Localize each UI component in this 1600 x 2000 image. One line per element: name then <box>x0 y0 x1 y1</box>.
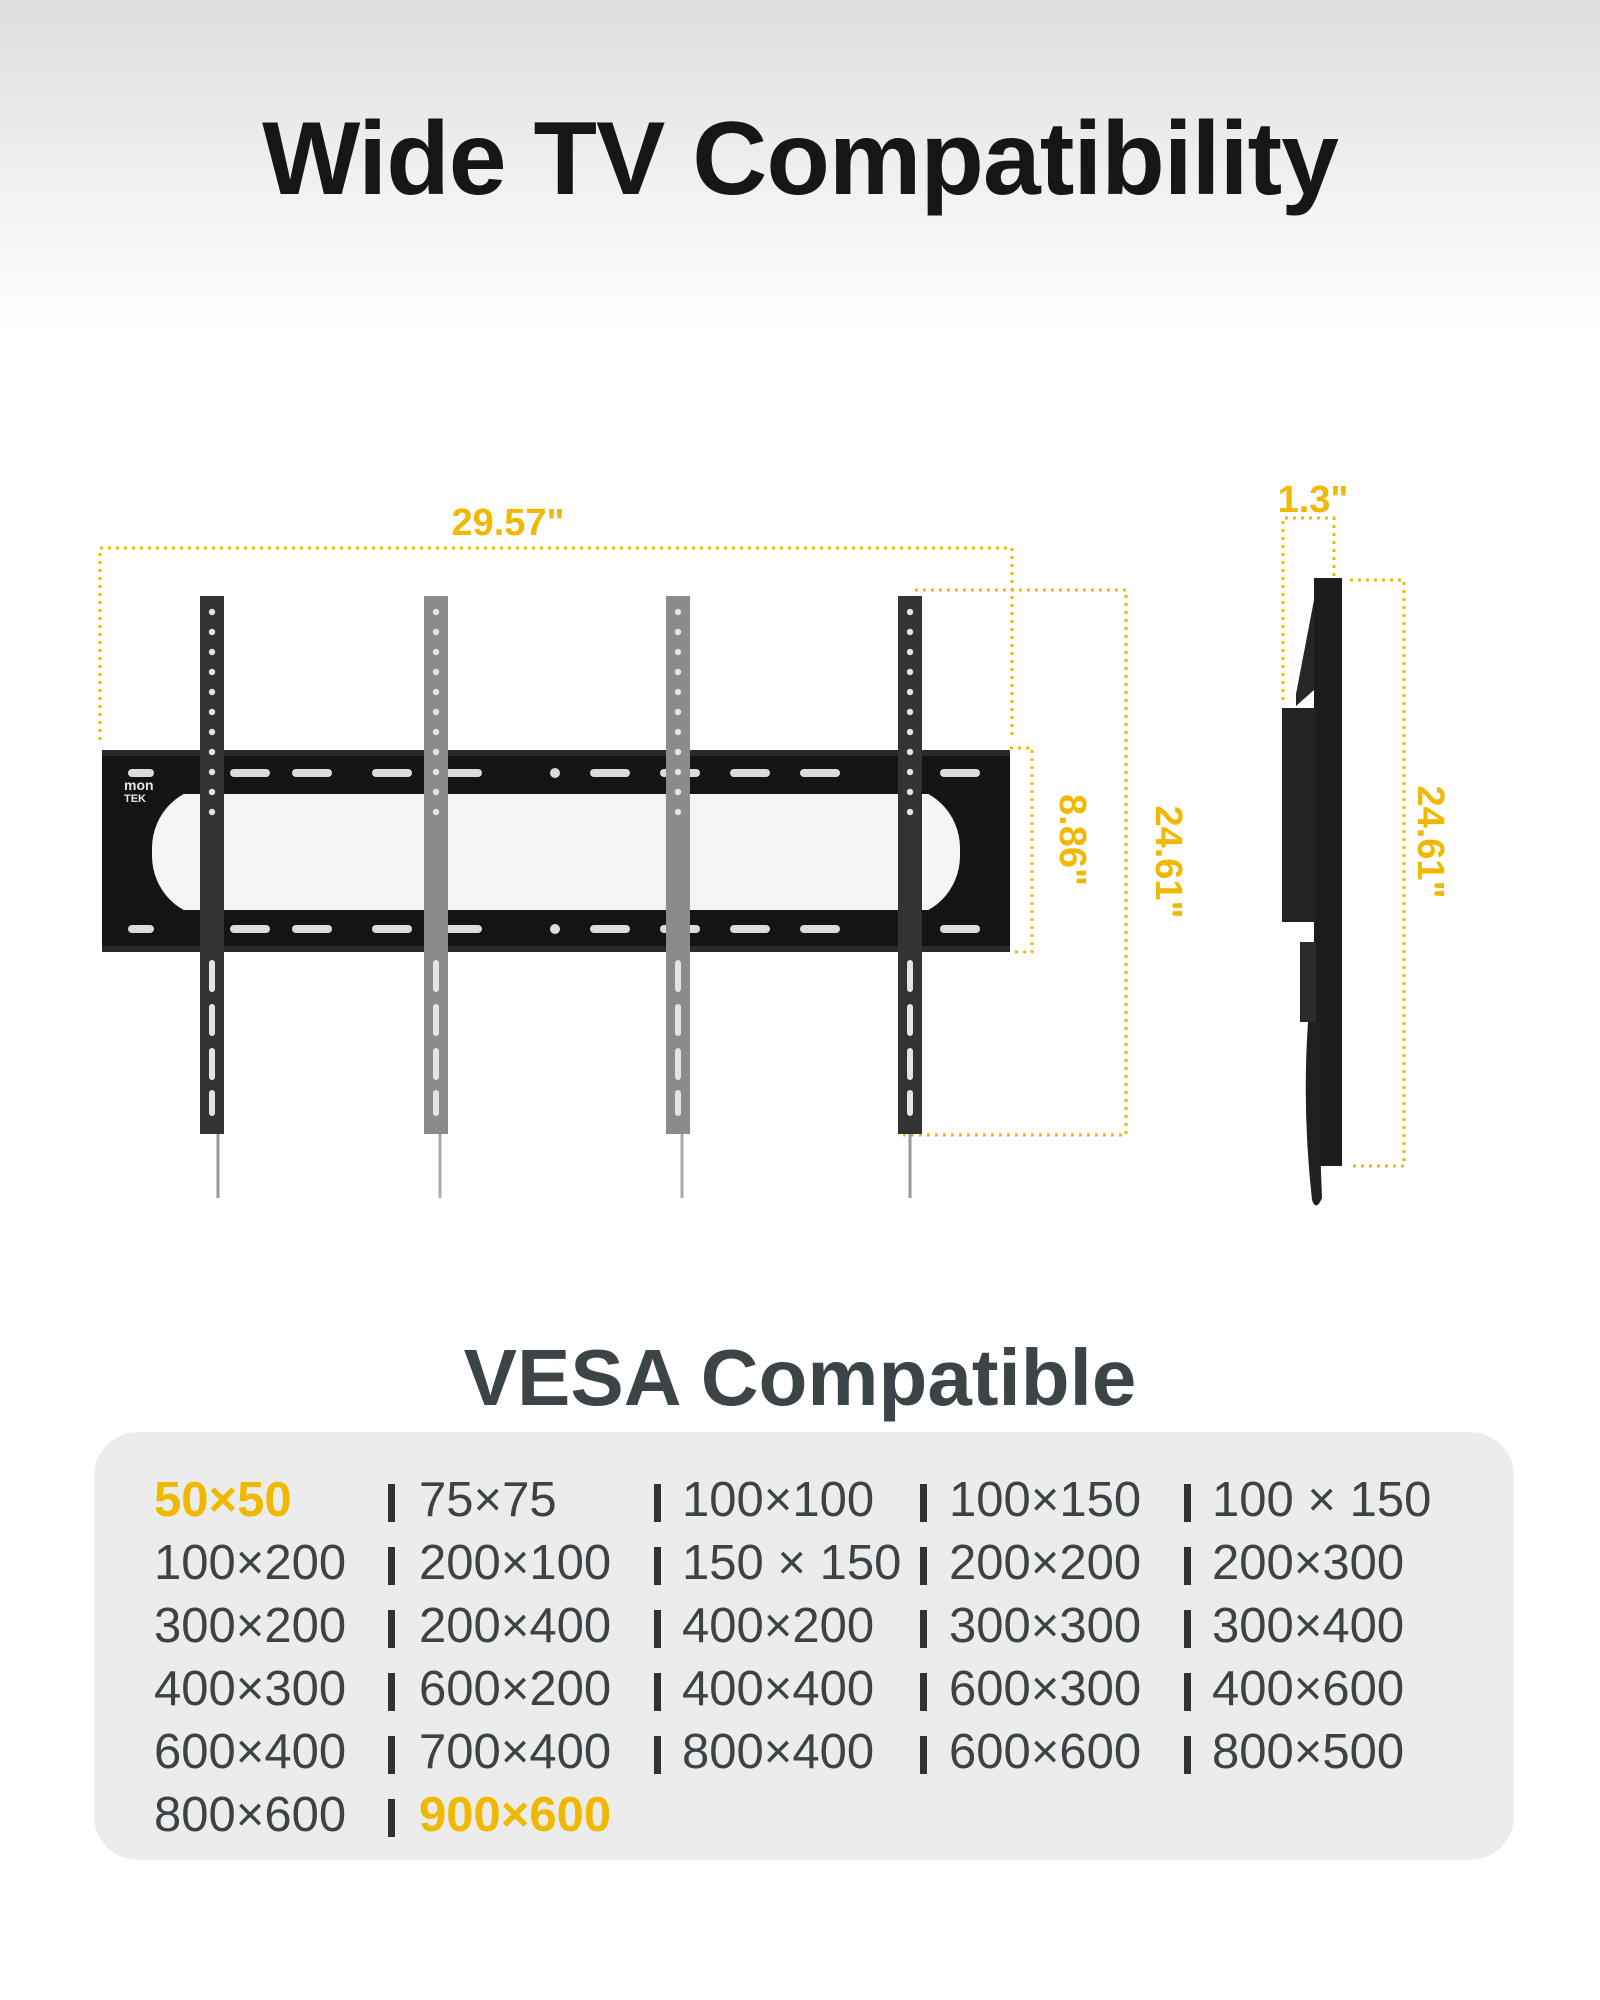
arm-holes <box>208 608 914 1116</box>
vesa-size: 75×75 <box>419 1473 557 1527</box>
vesa-size: 200×200 <box>949 1536 1142 1590</box>
vesa-size: 600×300 <box>949 1662 1142 1716</box>
vesa-size: 100×200 <box>154 1536 347 1590</box>
vesa-size: 200×300 <box>1212 1536 1405 1590</box>
rail-height-dimension-label: 8.86" <box>1051 794 1093 886</box>
separator <box>388 1736 395 1774</box>
vesa-sizes-panel: 50×50 75×75 100×100 100×150 100 × 150 100×200… <box>94 1432 1514 1860</box>
separator <box>388 1610 395 1648</box>
vesa-size: 700×400 <box>419 1725 612 1779</box>
mounting-arm-4 <box>898 596 922 1198</box>
vesa-size: 600×200 <box>419 1662 612 1716</box>
vesa-size: 150 × 150 <box>682 1536 902 1590</box>
vesa-size: 100×150 <box>949 1473 1142 1527</box>
separator <box>920 1547 927 1585</box>
vesa-size: 400×200 <box>682 1599 875 1653</box>
depth-dimension-label: 1.3" <box>1278 479 1349 521</box>
arm-height-dimension-label: 24.61" <box>1147 805 1189 918</box>
separator <box>388 1484 395 1522</box>
separator <box>920 1736 927 1774</box>
vesa-size: 600×600 <box>949 1725 1142 1779</box>
vesa-size: 100 × 150 <box>1212 1473 1432 1527</box>
vesa-row: 100×200 200×100 150 × 150 200×200 200×300 <box>154 1533 1494 1593</box>
vesa-size: 300×200 <box>154 1599 347 1653</box>
width-dimension-label: 29.57" <box>451 502 564 544</box>
vesa-row: 600×400 700×400 800×400 600×600 800×500 <box>154 1722 1494 1782</box>
vesa-title: VESA Compatible <box>463 1333 1137 1422</box>
vesa-size: 400×600 <box>1212 1662 1405 1716</box>
brand-logo: mon TEK <box>124 777 154 805</box>
side-height-dimension-label: 24.61" <box>1409 785 1451 898</box>
vesa-size: 400×300 <box>154 1662 347 1716</box>
vesa-size: 800×500 <box>1212 1725 1405 1779</box>
separator <box>920 1673 927 1711</box>
separator <box>388 1673 395 1711</box>
vesa-size: 50×50 <box>154 1473 292 1527</box>
wall-plate <box>102 750 1010 952</box>
side-profile <box>1282 578 1342 1206</box>
separator <box>654 1484 661 1522</box>
separator <box>654 1610 661 1648</box>
vesa-row: 50×50 75×75 100×100 100×150 100 × 150 <box>154 1470 1494 1530</box>
vesa-size: 800×600 <box>154 1788 347 1842</box>
separator <box>654 1547 661 1585</box>
vesa-size: 600×400 <box>154 1725 347 1779</box>
vesa-size: 200×100 <box>419 1536 612 1590</box>
separator <box>1184 1673 1191 1711</box>
mount-diagram: 29.57" 8.86" 24.61" 1.3" 24.61" <box>98 479 1451 1206</box>
dimension-lines <box>98 516 1406 1168</box>
page-title: Wide TV Compatibility <box>262 101 1339 217</box>
separator <box>654 1673 661 1711</box>
svg-text:TEK: TEK <box>124 793 146 805</box>
mounting-arm-2 <box>424 596 448 1198</box>
separator <box>388 1799 395 1837</box>
separator <box>654 1736 661 1774</box>
separator <box>388 1547 395 1585</box>
vesa-size: 400×400 <box>682 1662 875 1716</box>
vesa-row: 400×300 600×200 400×400 600×300 400×600 <box>154 1659 1494 1719</box>
separator <box>1184 1547 1191 1585</box>
vesa-size: 300×400 <box>1212 1599 1405 1653</box>
separator <box>1184 1484 1191 1522</box>
mounting-arm-1 <box>200 596 224 1198</box>
separator <box>1184 1736 1191 1774</box>
vesa-size: 200×400 <box>419 1599 612 1653</box>
svg-text:mon: mon <box>124 777 154 793</box>
header-background <box>0 0 1600 330</box>
mounting-arm-3 <box>666 596 690 1198</box>
separator <box>920 1484 927 1522</box>
vesa-size: 800×400 <box>682 1725 875 1779</box>
vesa-row: 300×200 200×400 400×200 300×300 300×400 <box>154 1596 1494 1656</box>
separator <box>1184 1610 1191 1648</box>
separator <box>920 1610 927 1648</box>
vesa-size: 300×300 <box>949 1599 1142 1653</box>
vesa-size: 100×100 <box>682 1473 875 1527</box>
vesa-size: 900×600 <box>419 1788 612 1842</box>
vesa-row: 800×600 900×600 <box>154 1785 1494 1845</box>
